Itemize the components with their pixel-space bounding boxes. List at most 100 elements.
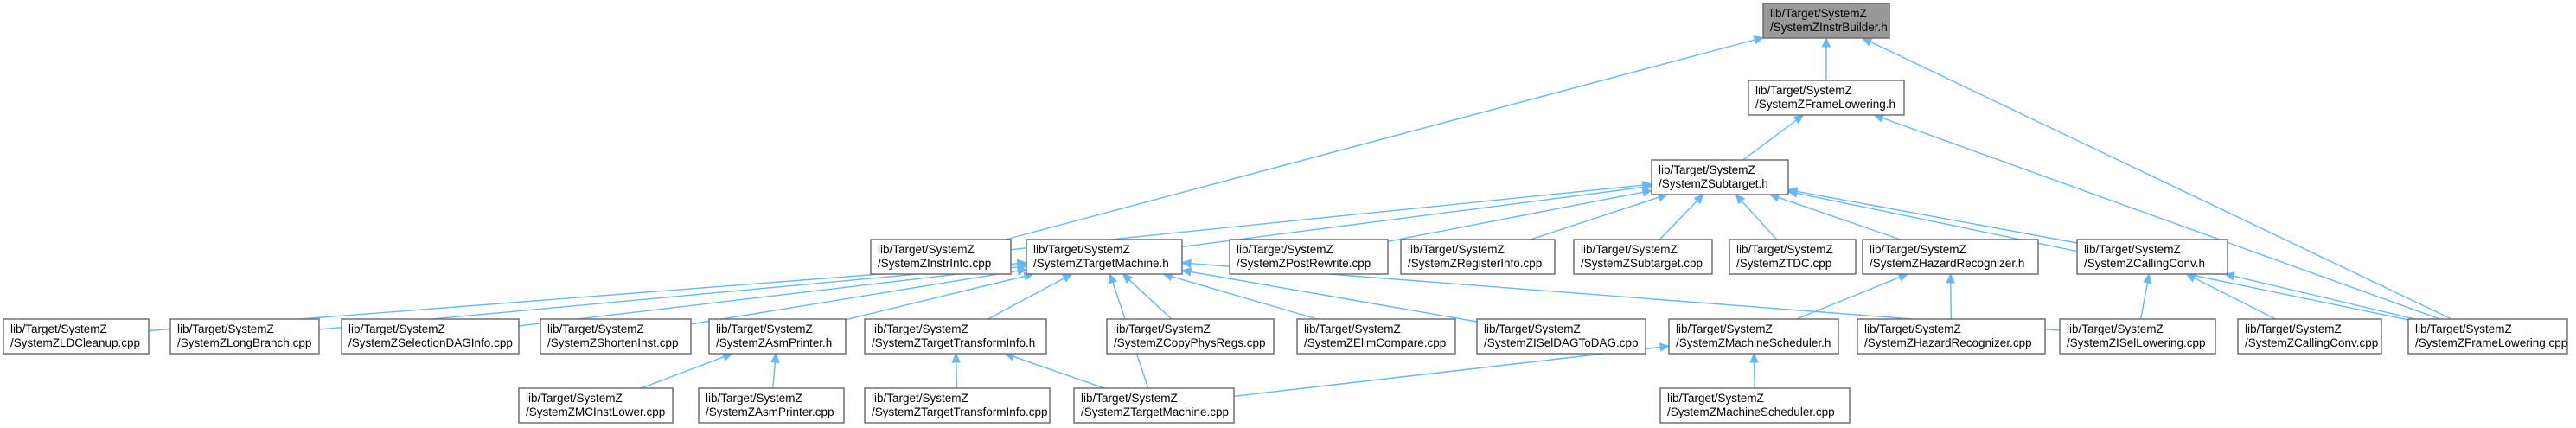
node-box (864, 387, 1051, 424)
arrowhead-instrbuilder (1821, 36, 1831, 48)
node-box (2237, 318, 2382, 355)
node-label-path: lib/Target/SystemZ (1870, 243, 1966, 256)
node-targetmachine_h[interactable]: lib/Target/SystemZ/SystemZTargetMachine.… (1026, 239, 1183, 275)
edge-registerinfo_cpp-to-subtarget_h (1530, 196, 1659, 240)
node-label-path: lib/Target/SystemZ (706, 392, 802, 405)
node-framelowering_h[interactable]: lib/Target/SystemZ/SystemZFrameLowering.… (1748, 80, 1905, 116)
node-machsched_cpp[interactable]: lib/Target/SystemZ/SystemZMachineSchedul… (1659, 387, 1851, 424)
node-label-file: /SystemZRegisterInfo.cpp (1408, 257, 1542, 270)
node-shorteninst_cpp[interactable]: lib/Target/SystemZ/SystemZShortenInst.cp… (540, 318, 692, 355)
node-label-path: lib/Target/SystemZ (526, 392, 623, 405)
node-box (1073, 387, 1235, 424)
node-label-file: /SystemZElimCompare.cpp (1304, 336, 1446, 349)
node-label-path: lib/Target/SystemZ (2245, 323, 2342, 335)
node-elimcompare_cpp[interactable]: lib/Target/SystemZ/SystemZElimCompare.cp… (1296, 318, 1456, 355)
node-tti_cpp[interactable]: lib/Target/SystemZ/SystemZTargetTransfor… (864, 387, 1051, 424)
node-callingconv_h[interactable]: lib/Target/SystemZ/SystemZCallingConv.h (2076, 239, 2228, 275)
node-framelowering_cpp[interactable]: lib/Target/SystemZ/SystemZFrameLowering.… (2407, 318, 2568, 355)
arrowhead-framelowering_h (1793, 114, 1805, 125)
node-label-file: /SystemZInstrBuilder.h (1770, 21, 1888, 34)
node-postrewrite_cpp[interactable]: lib/Target/SystemZ/SystemZPostRewrite.cp… (1229, 239, 1389, 275)
node-subtarget_cpp[interactable]: lib/Target/SystemZ/SystemZSubtarget.cpp (1573, 239, 1713, 275)
arrowhead-callingconv_h (2143, 272, 2152, 284)
edge-iseldagtodag_cpp-to-targetmachine_h (1190, 271, 1478, 323)
node-label-file: /SystemZCallingConv.cpp (2245, 336, 2378, 349)
node-hazardrec_h[interactable]: lib/Target/SystemZ/SystemZHazardRecogniz… (1862, 239, 2039, 275)
arrowhead-targetmachine_h (1122, 273, 1133, 284)
node-label-path: lib/Target/SystemZ (872, 323, 968, 335)
arrowhead-targetmachine_h (1180, 259, 1192, 269)
node-label-file: /SystemZCallingConv.h (2084, 257, 2205, 270)
node-label-file: /SystemZMCInstLower.cpp (526, 406, 665, 418)
edge-targetmachine_h-to-subtarget_h (1181, 186, 1644, 248)
node-callingconv_cpp[interactable]: lib/Target/SystemZ/SystemZCallingConv.cp… (2237, 318, 2382, 355)
node-label-path: lib/Target/SystemZ (1581, 243, 1678, 256)
node-instrbuilder[interactable]: lib/Target/SystemZ/SystemZInstrBuilder.h (1762, 3, 1890, 39)
node-label-path: lib/Target/SystemZ (1667, 392, 1764, 405)
node-box (708, 318, 847, 355)
node-longbranch_cpp[interactable]: lib/Target/SystemZ/SystemZLongBranch.cpp (169, 318, 320, 355)
node-label-file: /SystemZAsmPrinter.h (716, 336, 832, 349)
node-label-file: /SystemZMachineScheduler.cpp (1667, 406, 1835, 418)
edge-targetmachine_cpp-to-tti_h (1013, 355, 1105, 389)
node-box (1748, 80, 1905, 116)
arrowhead-hazardrec_h (1897, 273, 1909, 282)
node-tdc_cpp[interactable]: lib/Target/SystemZ/SystemZTDC.cpp (1729, 239, 1857, 275)
node-targetmachine_cpp[interactable]: lib/Target/SystemZ/SystemZTargetMachine.… (1073, 387, 1235, 424)
node-label-path: lib/Target/SystemZ (1304, 323, 1401, 335)
node-box (1229, 239, 1389, 275)
arrowhead-machsched_h (1659, 342, 1671, 352)
node-hazardrec_cpp[interactable]: lib/Target/SystemZ/SystemZHazardRecogniz… (1857, 318, 2046, 355)
node-machsched_h[interactable]: lib/Target/SystemZ/SystemZMachineSchedul… (1668, 318, 1839, 355)
node-box (2059, 318, 2216, 355)
arrowhead-targetmachine_h (1180, 267, 1192, 277)
edge-machsched_h-to-hazardrec_h (1796, 277, 1901, 320)
edge-hazardrec_h-to-subtarget_h (1778, 196, 1901, 240)
node-tti_h[interactable]: lib/Target/SystemZ/SystemZTargetTransfor… (864, 318, 1047, 355)
edge-targetmachine_cpp-to-machsched_h (1233, 346, 1661, 397)
node-box (864, 318, 1047, 355)
node-registerinfo_cpp[interactable]: lib/Target/SystemZ/SystemZRegisterInfo.c… (1400, 239, 1556, 275)
node-instrinfo_cpp[interactable]: lib/Target/SystemZ/SystemZInstrInfo.cpp (870, 239, 1012, 275)
node-label-path: lib/Target/SystemZ (348, 323, 445, 335)
node-box (2407, 318, 2568, 355)
node-box (1651, 159, 1789, 195)
node-label-file: /SystemZTargetMachine.cpp (1081, 406, 1229, 418)
node-copyphysregs_cpp[interactable]: lib/Target/SystemZ/SystemZCopyPhysRegs.c… (1106, 318, 1275, 355)
arrowhead-instrbuilder (1753, 35, 1765, 45)
node-seldaginfo_cpp[interactable]: lib/Target/SystemZ/SystemZSelectionDAGIn… (341, 318, 520, 355)
edge-subtarget_h-to-framelowering_h (1742, 119, 1797, 161)
edge-isellowering_cpp-to-callingconv_h (2140, 282, 2149, 320)
node-label-file: /SystemZLDCleanup.cpp (10, 336, 140, 349)
node-box (3, 318, 150, 355)
node-label-file: /SystemZCopyPhysRegs.cpp (1114, 336, 1266, 349)
node-box (1659, 387, 1851, 424)
arrowhead-tti_h (951, 352, 961, 363)
node-box (1106, 318, 1275, 355)
edge-tdc_cpp-to-subtarget_h (1741, 200, 1778, 240)
node-label-path: lib/Target/SystemZ (1033, 243, 1130, 256)
node-ldcleanup_cpp[interactable]: lib/Target/SystemZ/SystemZLDCleanup.cpp (3, 318, 150, 355)
arrowhead-subtarget_h (1735, 194, 1746, 205)
node-label-file: /SystemZISelLowering.cpp (2067, 336, 2206, 349)
edge-tti_cpp-to-tti_h (956, 361, 958, 389)
node-box (1862, 239, 2039, 275)
node-label-path: lib/Target/SystemZ (1114, 323, 1211, 335)
node-label-path: lib/Target/SystemZ (177, 323, 274, 335)
node-asmprinter_cpp[interactable]: lib/Target/SystemZ/SystemZAsmPrinter.cpp (698, 387, 845, 424)
node-label-path: lib/Target/SystemZ (1736, 243, 1833, 256)
node-label-file: /SystemZAsmPrinter.cpp (706, 406, 834, 418)
node-box (1400, 239, 1556, 275)
node-subtarget_h[interactable]: lib/Target/SystemZ/SystemZSubtarget.h (1651, 159, 1789, 195)
node-box (540, 318, 692, 355)
node-label-path: lib/Target/SystemZ (1484, 323, 1581, 335)
node-box (518, 387, 674, 424)
edge-subtarget_cpp-to-subtarget_h (1659, 200, 1698, 240)
node-label-path: lib/Target/SystemZ (2067, 323, 2164, 335)
node-isellowering_cpp[interactable]: lib/Target/SystemZ/SystemZISelLowering.c… (2059, 318, 2216, 355)
node-asmprinter_h[interactable]: lib/Target/SystemZ/SystemZAsmPrinter.h (708, 318, 847, 355)
nodes-layer: lib/Target/SystemZ/SystemZInstrBuilder.h… (3, 3, 2568, 424)
node-mcinstlower_cpp[interactable]: lib/Target/SystemZ/SystemZMCInstLower.cp… (518, 387, 674, 424)
node-iseldagtodag_cpp[interactable]: lib/Target/SystemZ/SystemZISelDAGToDAG.c… (1476, 318, 1646, 355)
node-label-file: /SystemZInstrInfo.cpp (878, 257, 991, 270)
